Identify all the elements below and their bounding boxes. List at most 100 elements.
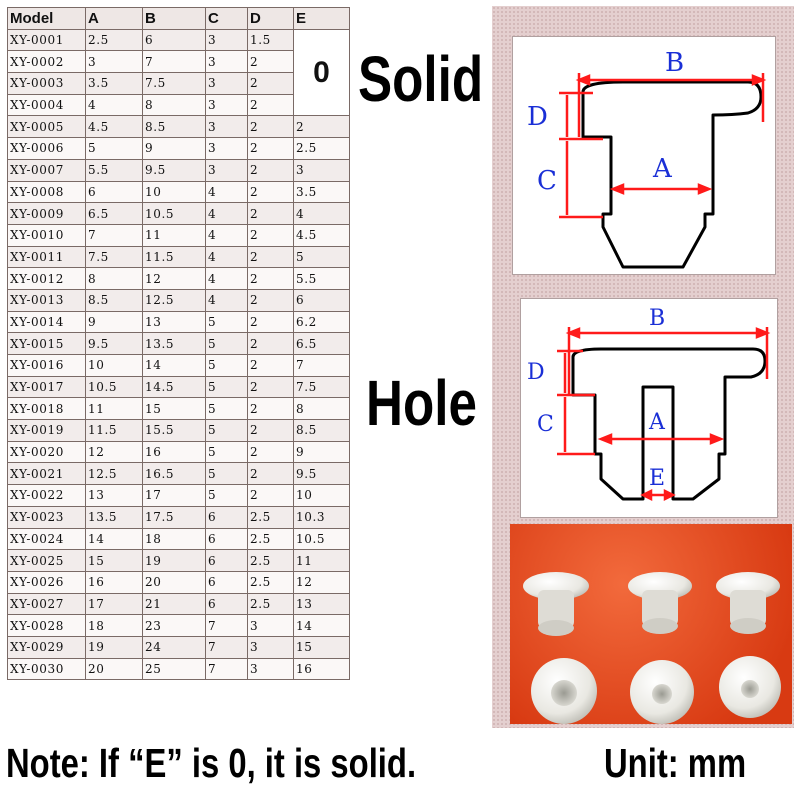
cell-c: 3 xyxy=(205,28,248,52)
cell-a: 16 xyxy=(85,570,143,594)
cell-b: 12 xyxy=(142,267,206,290)
cell-a: 12.5 xyxy=(85,462,143,486)
cell-c: 7 xyxy=(205,635,248,659)
cell-a: 14 xyxy=(85,527,143,551)
cell-c: 3 xyxy=(205,50,248,74)
cell-a: 12 xyxy=(85,440,143,464)
cell-c: 3 xyxy=(205,72,248,95)
cell-d: 2 xyxy=(247,440,294,464)
cell-a: 7 xyxy=(85,223,143,247)
cell-a: 6.5 xyxy=(85,202,143,225)
cell-model: XY-0014 xyxy=(7,310,86,334)
cell-b: 14 xyxy=(142,354,206,377)
hole-b-label: B xyxy=(649,306,665,331)
cell-e: 6.5 xyxy=(293,332,350,355)
cell-c: 6 xyxy=(205,505,248,529)
cell-model: XY-0024 xyxy=(7,527,86,551)
cell-model: XY-0005 xyxy=(7,115,86,139)
cell-d: 2 xyxy=(247,223,294,247)
cell-model: XY-0022 xyxy=(7,484,86,507)
cell-b: 18 xyxy=(142,527,206,551)
hole-label: Hole xyxy=(366,367,477,439)
cell-b: 8 xyxy=(142,93,206,117)
cell-b: 7 xyxy=(142,50,206,74)
cell-b: 8.5 xyxy=(142,115,206,139)
cell-model: XY-0029 xyxy=(7,635,86,659)
cell-model: XY-0027 xyxy=(7,592,86,616)
hole-dimension-lines xyxy=(557,327,771,502)
cell-b: 17.5 xyxy=(142,505,206,529)
cell-a: 13 xyxy=(85,484,143,507)
cell-a: 7.5 xyxy=(85,245,143,269)
solid-a-label: A xyxy=(652,154,673,184)
cell-e: 8 xyxy=(293,397,350,421)
cell-a: 10.5 xyxy=(85,375,143,399)
cell-b: 10.5 xyxy=(142,202,206,225)
solid-zero-marker: 0 xyxy=(313,55,330,89)
cell-c: 7 xyxy=(205,657,248,681)
cell-c: 3 xyxy=(205,93,248,117)
cell-b: 20 xyxy=(142,570,206,594)
table-header-row: Model A B C D E xyxy=(7,7,350,30)
cell-b: 21 xyxy=(142,592,206,616)
cell-b: 16 xyxy=(142,440,206,464)
solid-grommet-outline xyxy=(581,80,763,269)
cell-model: XY-0012 xyxy=(7,267,86,290)
cell-c: 5 xyxy=(205,484,248,507)
cell-d: 2 xyxy=(247,267,294,290)
cell-a: 2.5 xyxy=(85,28,143,52)
cell-b: 16.5 xyxy=(142,462,206,486)
cell-e: 15 xyxy=(293,635,350,659)
cell-d: 1.5 xyxy=(247,28,294,52)
cell-b: 7.5 xyxy=(142,72,206,95)
grommet-top-3 xyxy=(719,656,781,718)
cell-b: 14.5 xyxy=(142,375,206,399)
hole-grommet-outline xyxy=(571,347,767,501)
cell-a: 17 xyxy=(85,592,143,616)
cell-a: 20 xyxy=(85,657,143,681)
cell-model: XY-0001 xyxy=(7,28,86,52)
solid-d-label: D xyxy=(527,102,548,132)
cell-b: 10 xyxy=(142,180,206,204)
cell-c: 3 xyxy=(205,158,248,182)
cell-model: XY-0021 xyxy=(7,462,86,486)
cell-c: 5 xyxy=(205,310,248,334)
cell-c: 6 xyxy=(205,549,248,572)
header-a: A xyxy=(85,7,143,30)
hole-d-label: D xyxy=(527,360,545,385)
header-e: E xyxy=(293,7,350,30)
cell-model: XY-0011 xyxy=(7,245,86,269)
cell-c: 4 xyxy=(205,245,248,269)
hole-diagram: B D C A E xyxy=(520,298,778,518)
cell-c: 4 xyxy=(205,267,248,290)
header-c: C xyxy=(205,7,248,30)
cell-model: XY-0017 xyxy=(7,375,86,399)
cell-model: XY-0018 xyxy=(7,397,86,421)
cell-d: 2 xyxy=(247,375,294,399)
cell-b: 24 xyxy=(142,635,206,659)
cell-a: 10 xyxy=(85,354,143,377)
cell-model: XY-0013 xyxy=(7,288,86,312)
header-d: D xyxy=(247,7,294,30)
cell-b: 6 xyxy=(142,28,206,52)
cell-e: 4 xyxy=(293,202,350,225)
cell-b: 13 xyxy=(142,310,206,334)
cell-d: 3 xyxy=(247,635,294,659)
cell-c: 4 xyxy=(205,288,248,312)
grommet-side-1 xyxy=(523,572,589,636)
cell-d: 2 xyxy=(247,137,294,160)
grommet-side-3 xyxy=(716,572,780,634)
unit-text: Unit: mm xyxy=(604,740,747,786)
cell-d: 2 xyxy=(247,354,294,377)
cell-a: 4 xyxy=(85,93,143,117)
cell-c: 5 xyxy=(205,419,248,442)
header-b: B xyxy=(142,7,206,30)
